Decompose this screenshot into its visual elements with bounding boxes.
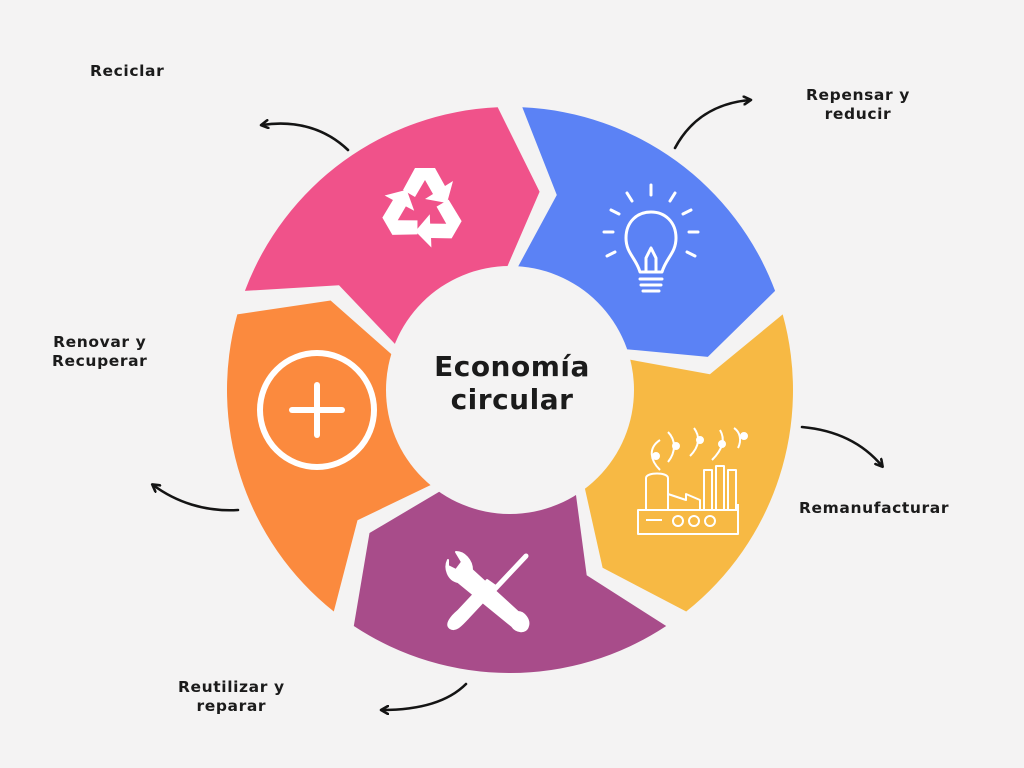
stage-label-repensar: Repensar y reducir [806, 86, 910, 124]
center-circle [386, 266, 634, 514]
arrow-reutilizar [382, 682, 468, 710]
segment-remanufacturar [583, 314, 793, 612]
lightbulb-icon [602, 183, 700, 293]
arrow-renovar [153, 485, 240, 512]
factory-icon [637, 427, 748, 535]
stage-label-reciclar: Reciclar [90, 62, 164, 81]
stage-label-reutilizar-line2: reparar [196, 697, 267, 715]
segment-reutilizar [353, 488, 667, 674]
stage-label-reutilizar-line1: Reutilizar y [178, 678, 285, 696]
recycle-icon [382, 168, 462, 248]
center-title-line1: Economía [434, 350, 590, 383]
stage-label-renovar-line2: Recuperar [52, 352, 148, 370]
arrow-remanufacturar [800, 425, 882, 466]
arrow-repensar [673, 100, 750, 150]
stage-label-repensar-line1: Repensar y [806, 86, 910, 104]
center-title: Economía circular [412, 350, 612, 416]
plus-circle-icon [257, 350, 377, 470]
stage-label-remanufacturar: Remanufacturar [799, 499, 949, 518]
stage-label-remanufacturar-line1: Remanufacturar [799, 499, 950, 517]
stage-label-renovar-line1: Renovar y [53, 333, 147, 351]
wrench-screwdriver-icon [445, 551, 530, 633]
stage-label-repensar-line2: reducir [824, 105, 892, 123]
stage-label-reutilizar: Reutilizar y reparar [178, 678, 285, 716]
stage-label-reciclar-line1: Reciclar [90, 62, 165, 80]
center-title-line2: circular [450, 383, 574, 416]
stage-label-renovar: Renovar y Recuperar [52, 333, 147, 371]
segment-renovar [227, 300, 437, 612]
ring-segments [227, 107, 793, 674]
arrow-reciclar [262, 124, 350, 152]
